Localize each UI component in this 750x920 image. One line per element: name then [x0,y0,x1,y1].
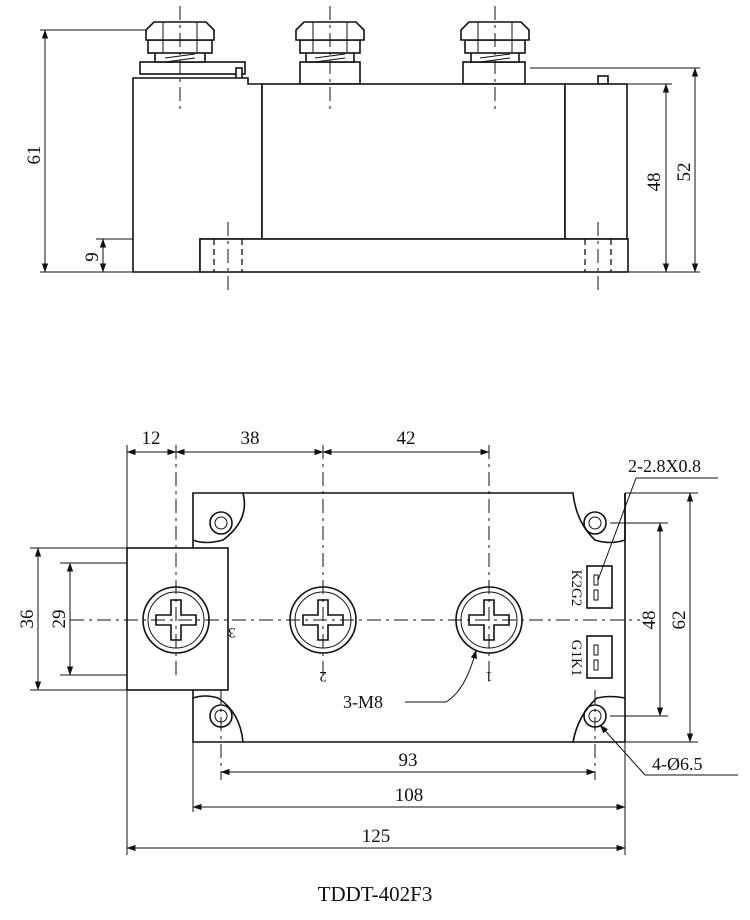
dim-29: 29 [49,610,70,629]
dim-108: 108 [395,785,424,806]
terminal-label-2: 2 [319,668,327,684]
dim-38: 38 [241,428,260,449]
baseplate [192,492,246,544]
top-view: K2G2 G1K1 3 2 1 [17,428,738,855]
dim-48-side: 48 [644,173,665,192]
note-screw-spec: 3-M8 [343,692,383,712]
dim-93: 93 [399,750,418,771]
terminal-label-3: 3 [228,624,236,640]
gate-label-upper: K2G2 [568,570,584,607]
dim-52: 52 [674,163,695,182]
dim-36: 36 [17,610,38,629]
mounting-hole [583,511,607,535]
dim-125: 125 [362,826,391,847]
dim-48-top: 48 [639,611,660,630]
dim-12: 12 [142,428,161,449]
note-hole-spec: 4-Ø6.5 [652,754,703,774]
side-view: 61 9 48 52 [24,6,700,295]
dim-42: 42 [397,428,416,449]
dim-61: 61 [24,146,45,165]
mounting-hole [209,511,233,535]
dim-62: 62 [669,611,690,630]
terminal-label-1: 1 [485,668,493,684]
dim-9: 9 [82,252,103,262]
model-caption: TDDT-402F3 [317,882,433,906]
gate-label-lower: G1K1 [568,640,584,677]
side-body [132,77,629,273]
note-tab-spec: 2-2.8X0.8 [628,456,701,476]
gate-tab-upper [586,565,613,609]
gate-tab-lower [586,635,613,679]
